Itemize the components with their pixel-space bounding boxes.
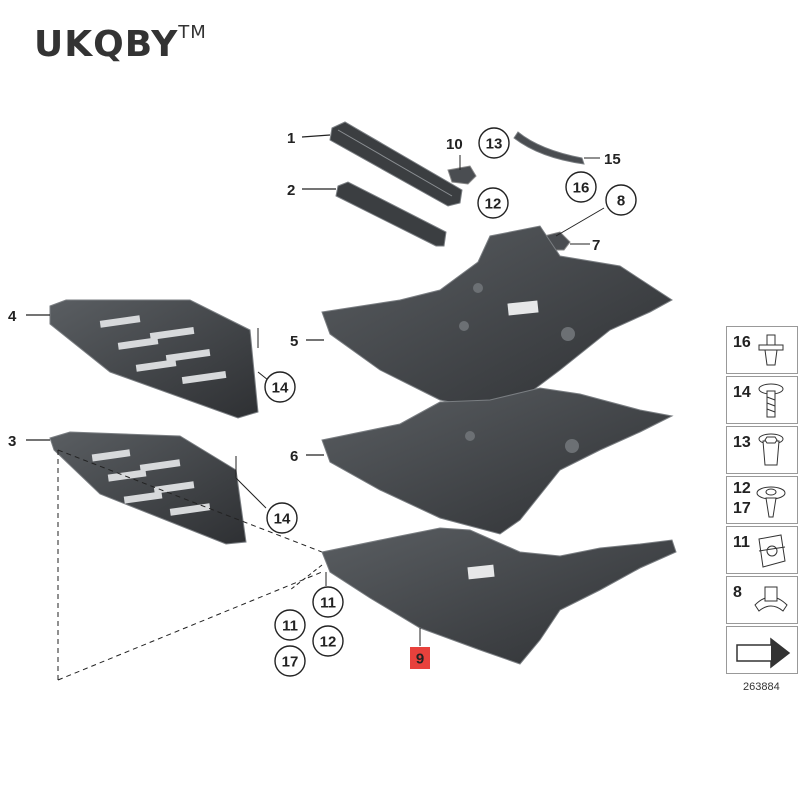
- svg-text:12: 12: [485, 196, 502, 213]
- callout-5: 5: [290, 333, 298, 350]
- callout-15: 15: [604, 151, 621, 168]
- screw-icon: [758, 383, 784, 418]
- part-2-rail: [335, 181, 447, 247]
- part-4-panel: [49, 299, 259, 419]
- legend-label-14: 14: [733, 384, 751, 401]
- callout-3: 3: [8, 433, 16, 450]
- svg-text:11: 11: [320, 595, 336, 612]
- callout-11-left: 11: [274, 609, 306, 641]
- svg-text:13: 13: [486, 136, 503, 153]
- part-15-strap: [513, 131, 585, 165]
- callout-11-right: 11: [312, 586, 344, 618]
- callout-8: 8: [605, 184, 637, 216]
- callout-9-highlight: 9: [410, 647, 430, 669]
- brand-name: UKQBY: [34, 24, 179, 65]
- legend-label-16: 16: [733, 334, 751, 351]
- leader-14a: [257, 371, 269, 381]
- clip-nut-icon: [754, 586, 788, 612]
- part-1-rail: [329, 121, 463, 207]
- callout-7: 7: [592, 237, 600, 254]
- arrow-icon: [736, 637, 791, 669]
- svg-text:9: 9: [416, 651, 424, 668]
- legend-cell-11: 11: [726, 526, 798, 574]
- expanding-rivet-icon: [756, 486, 786, 518]
- push-pin-icon: [758, 334, 784, 366]
- callout-10: 10: [446, 136, 463, 153]
- legend-label-11: 11: [733, 534, 750, 551]
- svg-text:14: 14: [274, 511, 291, 528]
- spring-clip-icon: [758, 534, 786, 568]
- legend-label-13: 13: [733, 434, 751, 451]
- leader-11a: [289, 564, 323, 591]
- callout-2: 2: [287, 182, 295, 199]
- svg-text:14: 14: [272, 380, 289, 397]
- svg-text:11: 11: [282, 618, 298, 635]
- dash-line-3c: [57, 449, 323, 553]
- svg-text:17: 17: [282, 654, 299, 671]
- callout-12-top: 12: [477, 187, 509, 219]
- legend-cell-14: 14: [726, 376, 798, 424]
- callout-1: 1: [287, 130, 295, 147]
- callout-12-bottom: 12: [312, 625, 344, 657]
- callout-16: 16: [565, 171, 597, 203]
- callout-14-upper: 14: [264, 371, 296, 403]
- legend-label-17: 17: [733, 500, 751, 517]
- part-3-panel: [49, 431, 247, 545]
- leader-1: [301, 134, 331, 138]
- legend-cell-16: 16: [726, 326, 798, 374]
- callout-14-lower: 14: [266, 502, 298, 534]
- legend-cell-8: 8: [726, 576, 798, 624]
- callout-6: 6: [290, 448, 298, 465]
- callout-4: 4: [8, 308, 17, 325]
- part-5-shield: [321, 225, 673, 413]
- svg-text:16: 16: [573, 180, 590, 197]
- legend-cell-13: 13: [726, 426, 798, 474]
- legend-cell-12-17: 12 17: [726, 476, 798, 524]
- svg-text:8: 8: [617, 193, 625, 210]
- dash-line-3b: [57, 571, 323, 681]
- part-6-shield: [321, 387, 674, 535]
- brand-tm: TM: [178, 22, 207, 43]
- reference-number: 263884: [743, 681, 780, 693]
- legend-cell-arrow: [726, 626, 798, 674]
- svg-text:12: 12: [320, 634, 337, 651]
- brand-logo: UKQBYTM: [34, 22, 207, 65]
- callout-17: 17: [274, 645, 306, 677]
- legend-label-12: 12: [733, 480, 751, 497]
- nut-insert-icon: [758, 433, 784, 466]
- leader-14b: [235, 477, 267, 509]
- legend-label-8: 8: [733, 584, 742, 601]
- part-10-bracket: [447, 165, 477, 185]
- part-9-shield: [321, 527, 677, 665]
- leader-8: [555, 207, 605, 237]
- callout-13: 13: [478, 127, 510, 159]
